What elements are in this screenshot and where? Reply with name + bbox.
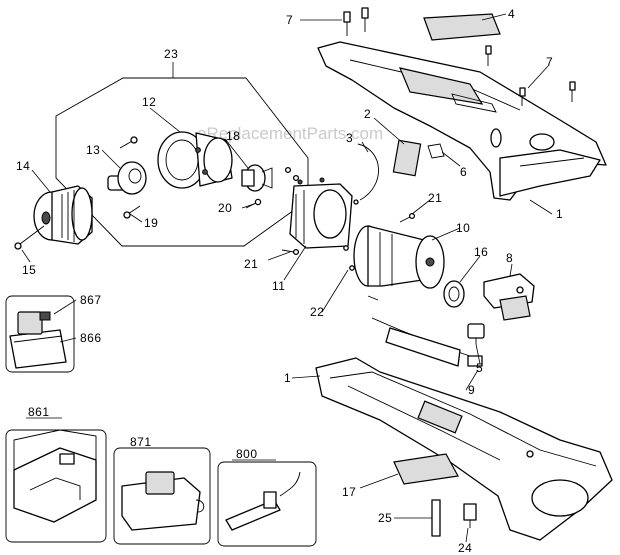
callout-25: 25: [378, 511, 392, 525]
part-10-motor[interactable]: [353, 225, 445, 289]
callout-21-right: 21: [428, 191, 442, 205]
callout-4: 4: [508, 7, 515, 21]
callout-1-top: 1: [556, 207, 563, 221]
part-9-wire-harness[interactable]: [371, 317, 483, 367]
screw-top-assembly[interactable]: [119, 136, 138, 149]
callout-22: 22: [310, 305, 324, 319]
angle-head-assembly: [55, 77, 309, 247]
callout-21-left: 21: [244, 257, 258, 271]
part-13-spindle[interactable]: [107, 161, 147, 195]
callout-9: 9: [468, 383, 475, 397]
screw-18-right[interactable]: [284, 166, 300, 182]
callout-20: 20: [218, 201, 232, 215]
part-14-chuck[interactable]: [33, 185, 93, 245]
callout-1-bottom: 1: [284, 371, 291, 385]
screws-7-top[interactable]: [343, 7, 369, 36]
callout-866: 866: [80, 331, 102, 345]
callout-23: 23: [164, 47, 178, 61]
part-12-gear-housing[interactable]: [157, 131, 233, 189]
screw-15[interactable]: [14, 225, 45, 250]
callout-8: 8: [506, 251, 513, 265]
callout-24: 24: [458, 541, 472, 555]
callout-15: 15: [22, 263, 36, 277]
part-800-bit-holder[interactable]: [217, 461, 317, 547]
callout-5: 5: [476, 361, 483, 375]
part-3-clip[interactable]: [353, 143, 379, 205]
callout-6: 6: [460, 165, 467, 179]
part-5-connector[interactable]: [467, 323, 485, 344]
callout-12: 12: [142, 95, 156, 109]
part-1-housing-half-bottom[interactable]: [315, 357, 613, 541]
callout-7-top: 7: [286, 13, 293, 27]
part-6-spring-plate[interactable]: [427, 143, 445, 159]
callout-10: 10: [456, 221, 470, 235]
part-1-housing-half-top[interactable]: [317, 41, 607, 201]
callout-17: 17: [342, 485, 356, 499]
callout-871: 871: [130, 435, 152, 449]
callout-2: 2: [364, 107, 371, 121]
callout-19: 19: [144, 216, 158, 230]
callout-867: 867: [80, 293, 102, 307]
part-867-battery-cap[interactable]: [39, 311, 51, 321]
part-16-ring[interactable]: [443, 280, 465, 308]
callout-13: 13: [86, 143, 100, 157]
screw-19[interactable]: [123, 205, 141, 219]
callout-18: 18: [226, 129, 240, 143]
battery-box: [5, 295, 75, 373]
callout-16: 16: [474, 245, 488, 259]
callout-14: 14: [16, 159, 30, 173]
part-2-switch[interactable]: [392, 139, 422, 177]
screw-21-left[interactable]: [281, 248, 300, 256]
callout-labels: 23 12 13 14 15 18 19 20 21 11 22 7 4 7 2…: [16, 7, 563, 555]
part-18-pinion-gear[interactable]: [241, 164, 273, 192]
part-25-bit[interactable]: [431, 499, 441, 537]
callout-861: 861: [28, 405, 50, 419]
screw-20[interactable]: [245, 198, 262, 209]
part-871-charger[interactable]: [113, 447, 211, 545]
callout-800: 800: [236, 447, 258, 461]
callout-7-right: 7: [546, 55, 553, 69]
screw-21-right[interactable]: [399, 212, 416, 223]
part-11-motor-bracket[interactable]: [289, 177, 353, 249]
part-8-switch-assembly[interactable]: [483, 273, 535, 321]
watermark: eReplacementParts.com: [197, 124, 383, 143]
part-866-battery-pack[interactable]: [9, 311, 67, 369]
callout-11: 11: [272, 279, 285, 293]
screws-7-right[interactable]: [485, 45, 576, 106]
part-17-label[interactable]: [393, 453, 459, 485]
screws-22[interactable]: [343, 245, 379, 301]
part-861-kit-box[interactable]: [5, 429, 107, 543]
callout-3: 3: [346, 131, 353, 145]
leader-lines: [21, 13, 553, 543]
part-24-clip[interactable]: [463, 503, 477, 528]
part-4-label[interactable]: [423, 13, 501, 41]
